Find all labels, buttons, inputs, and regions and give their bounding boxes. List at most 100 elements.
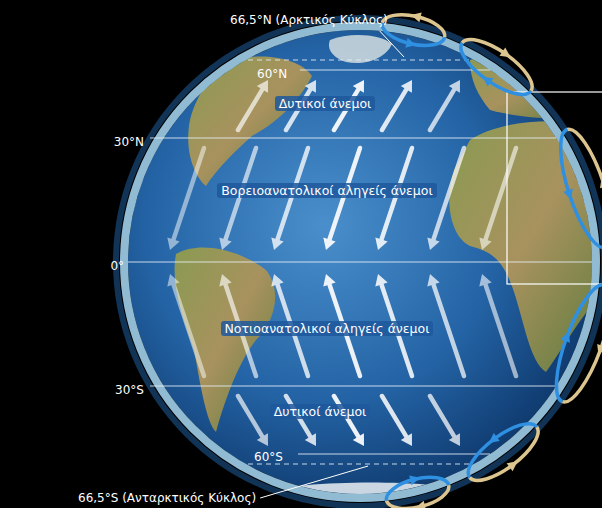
latitude-label-box: 60°S: [254, 446, 283, 465]
greenland: [329, 35, 392, 63]
cell-upper-flow: [462, 30, 540, 91]
wind-arrow-shaft: [485, 148, 516, 240]
wind-arrow-head: [271, 274, 283, 286]
wind-arrow: [382, 80, 412, 130]
latitude-label-box: 60°N: [257, 63, 287, 82]
latitude-label-box: 30°N: [114, 131, 144, 150]
circulation-cells: [378, 4, 602, 508]
wind-arrow-shaft: [238, 396, 262, 437]
latitude-label-box: 0°: [110, 255, 124, 274]
wind-label-box: Βορειοανατολικοί αληγείς άνεμοι: [217, 180, 436, 199]
wind-arrow: [430, 396, 460, 446]
wind-arrow-head: [167, 274, 179, 286]
wind-arrow-head: [353, 80, 364, 93]
wind-arrow-head: [271, 238, 283, 250]
wind-arrow-shaft: [382, 89, 406, 130]
wind-label: Βορειοανατολικοί αληγείς άνεμοι: [217, 183, 436, 198]
latitude-label: 30°N: [114, 135, 144, 150]
wind-arrow: [427, 148, 464, 250]
wind-arrow-shaft: [433, 284, 464, 376]
circle-label: 66,5°S (Ανταρκτικός Κύκλος): [78, 491, 256, 506]
arctic-circle-line: [248, 60, 472, 61]
circle-label-box: 66,5°S (Ανταρκτικός Κύκλος): [78, 487, 256, 506]
wind-arrow-head: [323, 238, 335, 250]
cell-surface-flow: [545, 279, 602, 402]
cell-arrowhead: [409, 473, 421, 485]
wind-label: Δυτικοί άνεμοι: [275, 96, 376, 111]
circulation-cell: [382, 467, 453, 508]
cell-surface-flow: [453, 43, 531, 104]
latitude-line: [298, 454, 490, 455]
latitude-label: 60°N: [257, 67, 287, 82]
cell-arrowhead: [414, 501, 426, 508]
cell-arrowhead: [480, 73, 494, 87]
wind-arrow-shaft: [382, 396, 406, 437]
circulation-cell: [457, 410, 549, 494]
wind-arrow-head: [427, 274, 439, 286]
leader-line: [380, 31, 404, 57]
wind-arrow: [219, 148, 256, 250]
wind-arrow: [375, 148, 412, 250]
wind-arrow-head: [219, 274, 231, 286]
wind-arrow-head: [479, 238, 491, 250]
circle-label: 66,5°N (Αρκτικός Κύκλος): [230, 13, 388, 28]
wind-arrow-head: [449, 80, 460, 93]
wind-label: Δυτικοί άνεμοι: [270, 404, 371, 419]
wind-arrow-head: [257, 433, 268, 446]
cell-surface-flow: [550, 130, 602, 253]
wind-arrow: [430, 80, 460, 130]
wind-arrow: [479, 274, 516, 376]
latitude-line: [150, 386, 556, 387]
latitude-label-box: 30°S: [115, 379, 144, 398]
cell-upper-flow: [470, 427, 547, 490]
wind-arrow-head: [323, 274, 335, 286]
wind-arrow-shaft: [485, 284, 516, 376]
wind-label-box: Δυτικοί άνεμοι: [275, 93, 376, 112]
circulation-cell: [450, 26, 543, 109]
cell-arrowhead: [500, 48, 514, 62]
wind-arrow: [382, 396, 412, 446]
wind-arrow-head: [479, 274, 491, 286]
atmosphere-rim: [124, 26, 596, 498]
wind-label: Νοτιοανατολικοί αληγείς άνεμοι: [221, 321, 434, 336]
wind-arrow-shaft: [430, 89, 454, 130]
latitude-line: [150, 138, 556, 139]
wind-arrow-head: [305, 433, 316, 446]
wind-arrows: [167, 80, 516, 446]
wind-arrow-head: [219, 238, 231, 250]
latitude-lines: [128, 60, 592, 464]
circulation-cell: [378, 4, 449, 55]
wind-label-box: Δυτικοί άνεμοι: [270, 401, 371, 420]
wind-arrow-head: [167, 238, 179, 250]
wind-arrow-head: [305, 80, 316, 93]
cell-arrowhead: [597, 176, 602, 189]
cell-arrowhead: [486, 433, 500, 447]
wind-arrow-head: [427, 238, 439, 250]
equator-line: [128, 262, 592, 263]
wind-arrow: [323, 148, 360, 250]
cell-arrowhead: [594, 344, 602, 357]
latitude-line: [300, 70, 490, 71]
wind-arrow: [238, 396, 268, 446]
wind-arrow-shaft: [173, 284, 204, 376]
inset-frame: [507, 92, 602, 284]
cell-arrowhead: [561, 330, 574, 343]
wind-arrow-shaft: [238, 89, 262, 130]
wind-arrow-head: [375, 274, 387, 286]
wind-arrow-head: [257, 80, 268, 93]
latitude-label: 30°S: [115, 383, 144, 398]
cell-surface-flow: [460, 414, 537, 477]
circulation-cell: [541, 277, 602, 409]
wind-arrow: [479, 148, 516, 250]
latitude-label: 60°S: [254, 450, 283, 465]
leader-line: [260, 466, 368, 498]
wind-arrow-head: [401, 433, 412, 446]
cell-upper-flow: [382, 9, 448, 37]
circle-label-box: 66,5°N (Αρκτικός Κύκλος): [230, 9, 388, 28]
wind-arrow-shaft: [433, 148, 464, 240]
ocean: [128, 30, 592, 494]
